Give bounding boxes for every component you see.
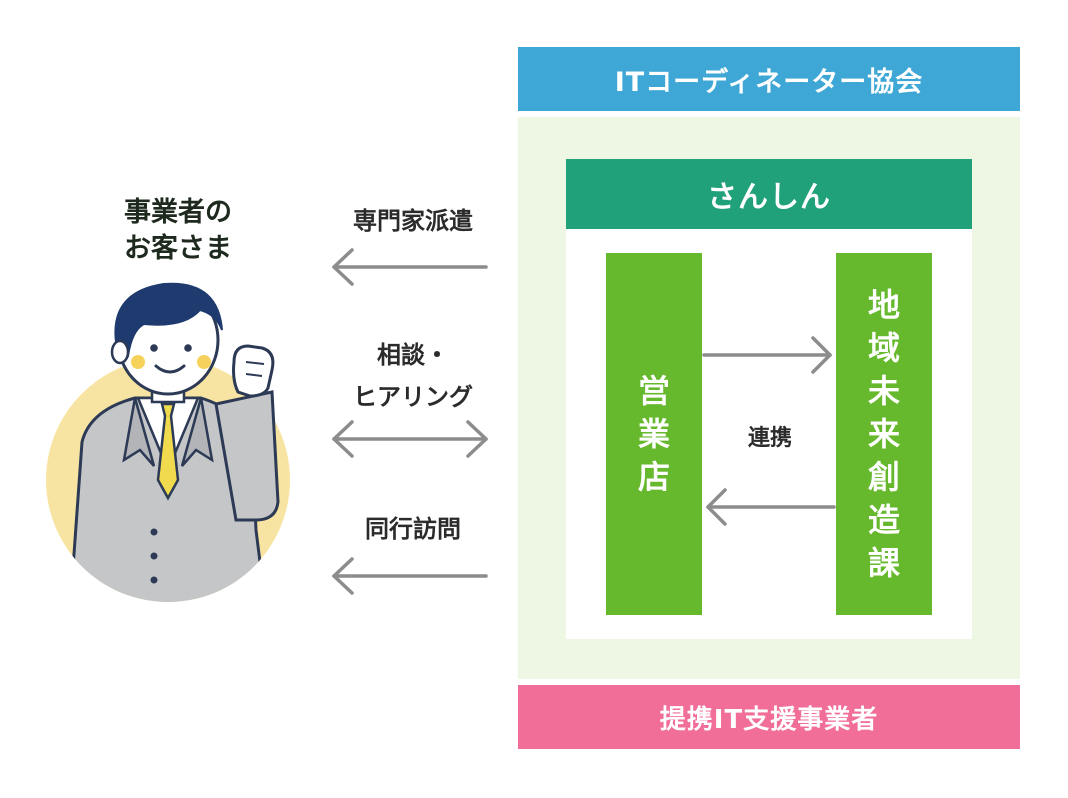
branch-column: 営 業 店 bbox=[606, 253, 702, 615]
bank-header-bar: さんしん bbox=[566, 159, 972, 229]
customer-title: 事業者の お客さま bbox=[88, 195, 268, 267]
customer-title-line1: 事業者の bbox=[124, 197, 232, 228]
accompanied-visit-arrow bbox=[332, 557, 488, 595]
branch-char: 営 bbox=[637, 371, 670, 410]
association-label: ITコーディネーター協会 bbox=[614, 66, 924, 98]
branch-char: 店 bbox=[637, 457, 670, 496]
expert-dispatch-arrow bbox=[332, 248, 488, 286]
dept-char: 域 bbox=[867, 328, 900, 367]
dept-char: 課 bbox=[867, 543, 900, 582]
customer-illustration bbox=[46, 282, 290, 602]
expert-dispatch-label: 専門家派遣 bbox=[353, 207, 473, 235]
consultation-label-line1: 相談・ bbox=[377, 341, 449, 369]
collaboration-label: 連携 bbox=[747, 426, 792, 451]
dept-char: 来 bbox=[867, 414, 900, 453]
partner-vendors-label: 提携IT支援事業者 bbox=[659, 704, 879, 735]
dept-char: 創 bbox=[867, 457, 900, 496]
consultation-label: 相談・ ヒアリング bbox=[318, 334, 508, 418]
branch-to-dept-arrow bbox=[702, 336, 832, 374]
accompanied-visit-label: 同行訪問 bbox=[365, 515, 461, 543]
regional-future-dept-column: 地 域 未 来 創 造 課 bbox=[836, 253, 932, 615]
it-coordinator-association-bar: ITコーディネーター協会 bbox=[518, 47, 1020, 111]
partner-vendors-bar: 提携IT支援事業者 bbox=[518, 685, 1020, 749]
consultation-double-arrow bbox=[332, 420, 488, 458]
dept-char: 地 bbox=[867, 285, 900, 324]
dept-to-branch-arrow bbox=[706, 488, 836, 526]
consultation-label-line2: ヒアリング bbox=[353, 383, 473, 411]
customer-title-line2: お客さま bbox=[124, 233, 232, 264]
dept-char: 造 bbox=[867, 500, 900, 539]
dept-char: 未 bbox=[867, 371, 900, 410]
branch-char: 業 bbox=[637, 414, 670, 453]
bank-label: さんしん bbox=[707, 180, 831, 215]
